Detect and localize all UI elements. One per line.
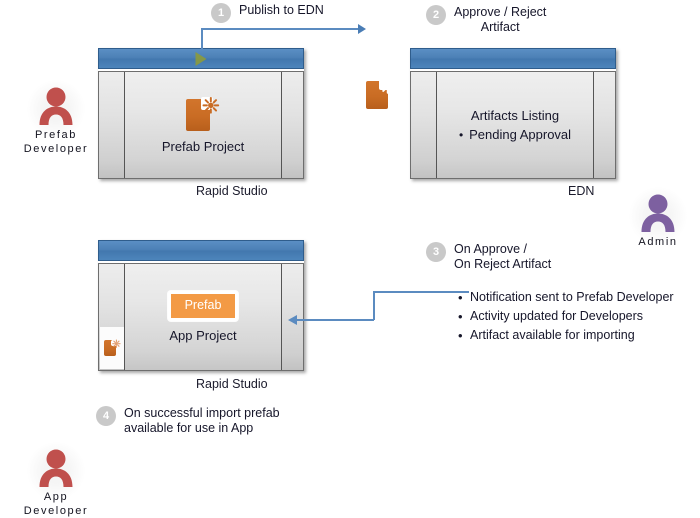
artifact-notch	[111, 339, 117, 346]
step-badge: 1	[211, 3, 231, 23]
list-item: • Activity updated for Developers	[458, 308, 682, 325]
actor-prefab-developer: Prefab Developer	[18, 80, 94, 156]
listing-item-label: Pending Approval	[469, 126, 572, 142]
person-icon	[33, 86, 79, 126]
person-icon	[635, 193, 681, 233]
bullet-dot: •	[458, 127, 464, 142]
step-text: On successful import prefab available fo…	[124, 406, 280, 435]
bullet-dot: •	[458, 309, 463, 324]
actor-label: Prefab Developer	[23, 129, 89, 155]
play-triangle-icon[interactable]	[195, 51, 207, 66]
published-artifact-icon	[366, 78, 396, 110]
window-body: Prefab App Project	[98, 263, 304, 371]
approve-result-connector-bottom	[297, 319, 374, 321]
window-caption-rapid-studio-top: Rapid Studio	[196, 184, 268, 198]
window-main-panel[interactable]: Artifacts Listing • Pending Approval	[437, 72, 593, 178]
step-badge: 3	[426, 242, 446, 262]
actor-label: Admin	[638, 236, 678, 248]
artifact-icon	[103, 339, 121, 357]
step-badge: 2	[426, 5, 446, 25]
window-titlebar[interactable]	[98, 240, 304, 261]
prefab-project-window[interactable]: Prefab Project	[98, 48, 304, 179]
step-2: 2 Approve / Reject Artifact	[426, 5, 546, 35]
actor-app-developer: App Developer	[18, 442, 94, 518]
publish-connector-horizontal	[201, 28, 358, 30]
publish-connector-vertical	[201, 28, 203, 50]
window-right-panel[interactable]	[281, 72, 303, 178]
window-titlebar[interactable]	[98, 48, 304, 69]
step-badge: 4	[96, 406, 116, 426]
step-4: 4 On successful import prefab available …	[96, 406, 280, 436]
artifact-icon	[186, 96, 220, 132]
artifact-burst-icon	[202, 96, 220, 115]
window-body: Prefab Project	[98, 71, 304, 179]
list-item-label: Artifact available for importing	[470, 328, 635, 342]
artifact-notch	[200, 97, 213, 110]
edn-window[interactable]: Artifacts Listing • Pending Approval	[410, 48, 616, 179]
prefab-chip[interactable]: Prefab	[167, 291, 239, 321]
list-item-label: Activity updated for Developers	[470, 309, 644, 323]
window-body: Artifacts Listing • Pending Approval	[410, 71, 616, 179]
artifact-notch	[379, 79, 390, 91]
approve-result-connector-vertical	[373, 291, 375, 320]
list-item-label: Notification sent to Prefab Developer	[470, 290, 674, 304]
window-left-panel[interactable]	[411, 72, 437, 178]
app-project-window[interactable]: Prefab App Project	[98, 240, 304, 371]
window-titlebar[interactable]	[410, 48, 616, 69]
list-item: • Artifact available for importing	[458, 327, 682, 344]
window-main-panel[interactable]: Prefab Project	[125, 72, 281, 178]
window-main-panel[interactable]: Prefab App Project	[125, 264, 281, 370]
project-label: App Project	[169, 327, 237, 343]
step-text: On Approve / On Reject Artifact	[454, 242, 552, 271]
actor-label: App Developer	[23, 491, 89, 517]
listing-item: • Pending Approval	[459, 125, 571, 145]
approve-result-connector-top	[373, 291, 469, 293]
project-label: Prefab Project	[161, 139, 245, 154]
bullet-dot: •	[458, 328, 463, 343]
list-item: • Notification sent to Prefab Developer	[458, 289, 682, 306]
window-right-panel[interactable]	[593, 72, 615, 178]
artifacts-listing: Artifacts Listing • Pending Approval	[459, 106, 571, 145]
window-left-panel[interactable]	[99, 72, 125, 178]
publish-connector-arrowhead	[358, 24, 366, 34]
person-icon	[33, 448, 79, 488]
window-left-panel[interactable]	[99, 264, 125, 370]
artifact-burst-icon	[380, 78, 396, 95]
listing-title: Artifacts Listing	[470, 107, 560, 123]
sidebar-artifact-slot[interactable]	[100, 327, 124, 369]
bullet-dot: •	[458, 290, 463, 305]
step3-outcome-list: • Notification sent to Prefab Developer …	[458, 289, 682, 346]
actor-admin: Admin	[629, 187, 687, 249]
step-text: Approve / Reject Artifact	[454, 5, 547, 34]
step-text: Publish to EDN	[239, 3, 324, 17]
approve-result-connector-arrowhead	[288, 314, 297, 325]
artifact-burst-icon	[111, 339, 121, 348]
step-3: 3 On Approve / On Reject Artifact	[426, 242, 551, 272]
step-1: 1 Publish to EDN	[211, 3, 324, 23]
window-caption-edn: EDN	[568, 184, 595, 198]
window-caption-rapid-studio-bottom: Rapid Studio	[196, 377, 268, 391]
